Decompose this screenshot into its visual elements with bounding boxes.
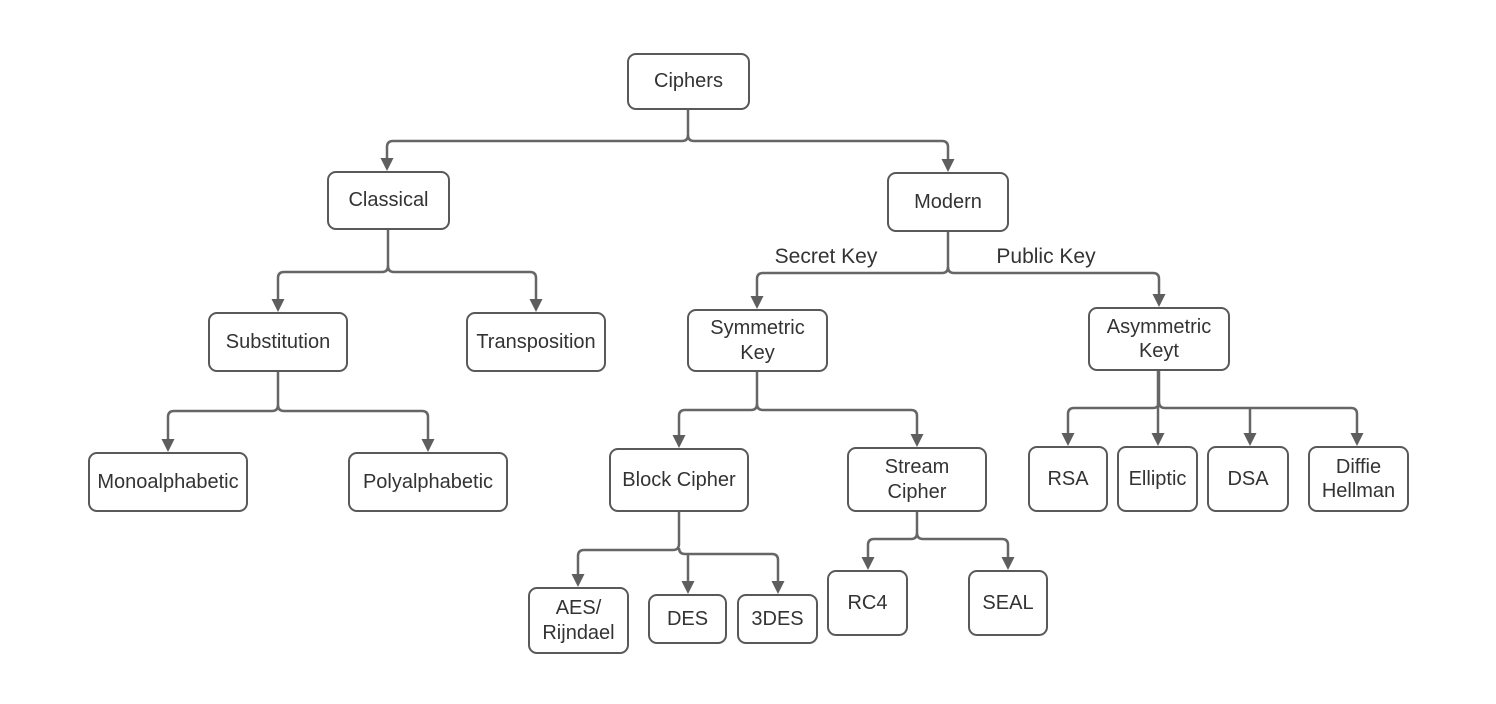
node-seal: SEAL <box>968 570 1048 636</box>
node-rc4: RC4 <box>827 570 908 636</box>
node-aes-rijndael: AES/ Rijndael <box>528 587 629 654</box>
node-transposition: Transposition <box>466 312 606 372</box>
edge-label-secret-key: Secret Key <box>774 245 878 268</box>
node-classical: Classical <box>327 171 450 230</box>
node-3des: 3DES <box>737 594 818 644</box>
node-stream-cipher: Stream Cipher <box>847 447 987 512</box>
node-diffie-hellman: Diffie Hellman <box>1308 446 1409 512</box>
node-block-cipher: Block Cipher <box>609 448 749 512</box>
node-dsa: DSA <box>1207 446 1289 512</box>
edge-label-public-key: Public Key <box>996 245 1096 268</box>
node-ciphers: Ciphers <box>627 53 750 110</box>
node-substitution: Substitution <box>208 312 348 372</box>
node-polyalphabetic: Polyalphabetic <box>348 452 508 512</box>
node-elliptic: Elliptic <box>1117 446 1198 512</box>
node-symmetric-key: Symmetric Key <box>687 309 828 372</box>
node-des: DES <box>648 594 727 644</box>
node-modern: Modern <box>887 172 1009 232</box>
node-rsa: RSA <box>1028 446 1108 512</box>
node-asymmetric-key: Asymmetric Keyt <box>1088 307 1230 371</box>
node-monoalphabetic: Monoalphabetic <box>88 452 248 512</box>
